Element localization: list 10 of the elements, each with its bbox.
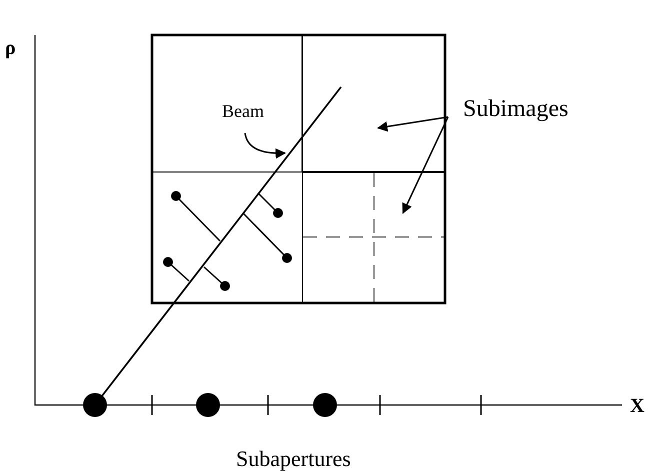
callout-label: Subimages bbox=[463, 97, 568, 121]
leader-arrow bbox=[376, 116, 448, 132]
subimage-region bbox=[302, 172, 445, 303]
subimage-region bbox=[302, 35, 445, 172]
caption-label: Subapertures bbox=[236, 448, 351, 470]
axis-label: X bbox=[630, 396, 644, 416]
leader-arrow bbox=[402, 116, 449, 214]
leader-arrow bbox=[244, 132, 286, 159]
callout-label: Beam bbox=[222, 102, 264, 120]
axis-label: ρ bbox=[5, 38, 16, 58]
